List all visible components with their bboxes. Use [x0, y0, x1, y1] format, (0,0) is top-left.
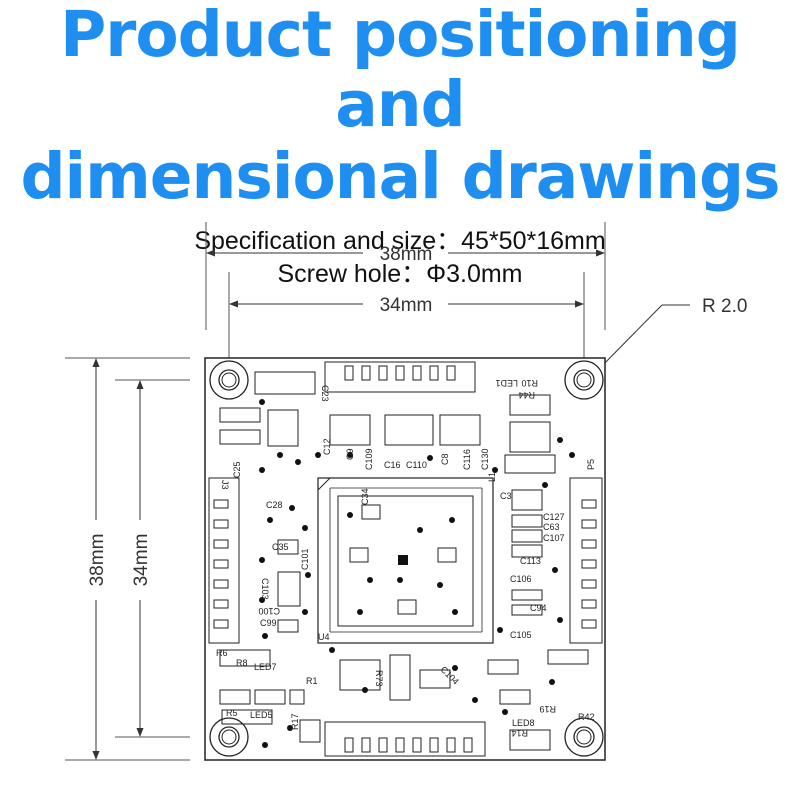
corner-radius-callout: R 2.0 — [595, 296, 747, 373]
silk-label: C116 — [462, 449, 472, 470]
dim-inner-height-label: 34mm — [131, 534, 152, 587]
silk-label: C25 — [232, 461, 242, 478]
silkscreen-labels: C23 LED1 R10 R44 C12 C9 C109 C16 C110 C8… — [216, 378, 596, 738]
silk-label: C9 — [345, 448, 355, 460]
silk-label: U4 — [318, 632, 330, 642]
extension-lines — [65, 222, 606, 761]
silk-label: R73 — [374, 670, 384, 687]
vias — [259, 399, 575, 748]
silk-label: LED1 — [495, 378, 518, 388]
silk-label: R17 — [290, 713, 300, 730]
silk-label: R5 — [226, 708, 238, 718]
silk-label: C105 — [510, 630, 532, 640]
dim-inner-width: 34mm — [229, 295, 584, 316]
left-connector — [208, 477, 240, 644]
silk-label: R19 — [539, 704, 556, 714]
silk-label: C94 — [530, 603, 547, 613]
components — [219, 371, 589, 751]
title-line-2: dimensional drawings — [20, 140, 780, 213]
silk-label: R14 — [511, 728, 528, 738]
silk-label: C103 — [260, 578, 270, 600]
header: Product positioning and dimensional draw… — [0, 0, 800, 291]
silk-label: C110 — [406, 460, 427, 470]
silk-label: P5 — [586, 459, 596, 470]
silk-label: C101 — [300, 548, 310, 570]
silk-label: C35 — [272, 542, 289, 552]
silk-label: C34 — [360, 488, 370, 505]
title-line-1: Product positioning and — [60, 0, 741, 141]
spec-screw-hole: Screw hole：Φ3.0mm — [277, 260, 523, 288]
dim-outer-height-label: 38mm — [87, 534, 108, 587]
silk-label: L1 — [487, 472, 497, 482]
silk-label: C63 — [543, 522, 560, 532]
dim-inner-height: 34mm — [131, 380, 152, 737]
silk-label: C8 — [440, 453, 450, 465]
right-connector — [569, 477, 603, 644]
silk-label: LED5 — [250, 710, 273, 720]
silk-label: C23 — [320, 385, 330, 402]
silk-label: C130 — [480, 448, 490, 470]
silk-label: R1 — [306, 676, 318, 686]
main-chip — [317, 477, 494, 644]
silk-label: C16 — [384, 460, 401, 470]
silk-label: C127 — [543, 512, 565, 522]
silk-label: C106 — [510, 574, 532, 584]
top-connector — [324, 361, 476, 393]
silk-label: R44 — [518, 390, 535, 400]
silk-label: R6 — [216, 648, 228, 658]
silk-label: C107 — [543, 533, 565, 543]
silk-label: R10 — [521, 378, 538, 388]
corner-radius-label: R 2.0 — [702, 296, 747, 317]
dim-inner-width-label: 34mm — [380, 295, 433, 316]
silk-label: R8 — [236, 658, 248, 668]
silk-label: LED8 — [512, 718, 535, 728]
silk-label: C99 — [260, 618, 277, 628]
silk-label: C3 — [500, 491, 512, 501]
silk-label: R42 — [578, 712, 595, 722]
silk-label: C100 — [258, 606, 280, 616]
silk-label: C109 — [364, 448, 374, 470]
silk-label: C113 — [520, 556, 541, 566]
bottom-connector — [324, 721, 486, 757]
silk-label: LED7 — [254, 662, 277, 672]
spec-size: Specification and size：45*50*16mm — [194, 227, 606, 255]
silk-label: C28 — [266, 500, 283, 510]
dim-outer-width: 38mm — [206, 244, 605, 265]
mounting-holes — [209, 360, 604, 757]
pcb-board: C23 LED1 R10 R44 C12 C9 C109 C16 C110 C8… — [204, 357, 606, 761]
dim-outer-height: 38mm — [87, 358, 108, 760]
dim-outer-width-label: 38mm — [380, 244, 433, 265]
silk-label: C12 — [322, 438, 332, 455]
silk-label: J3 — [220, 480, 230, 490]
